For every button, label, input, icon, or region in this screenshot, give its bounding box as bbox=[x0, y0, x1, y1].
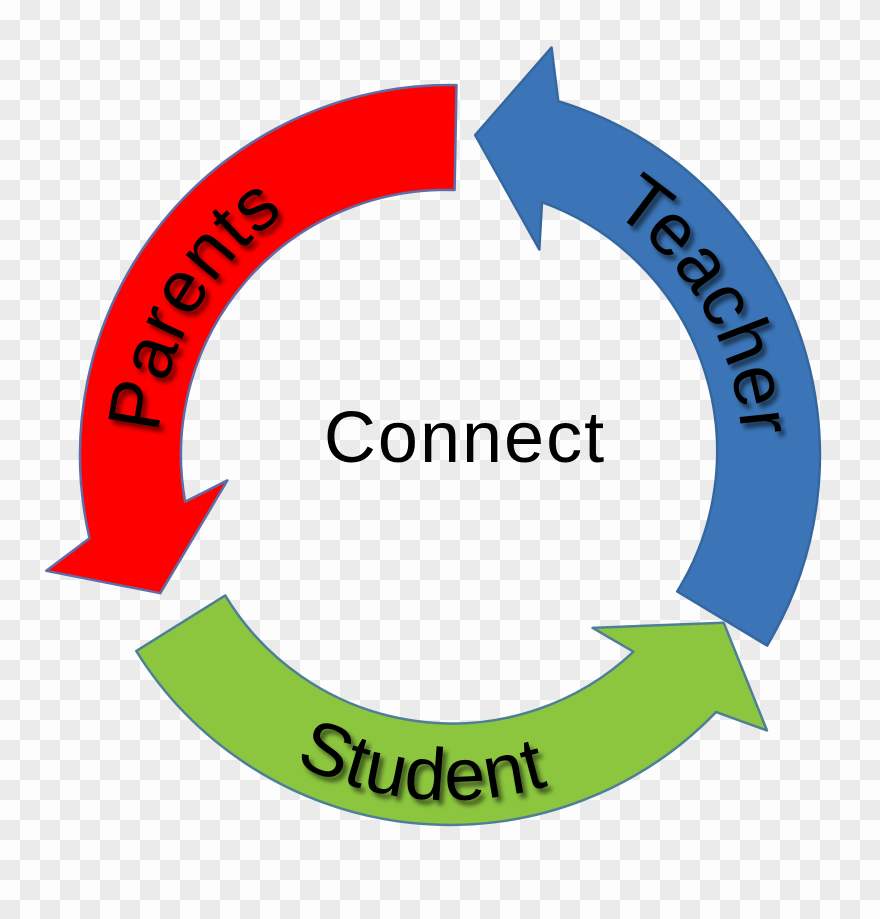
parents-arrow bbox=[45, 83, 458, 595]
connect-center-label: Connect bbox=[324, 398, 606, 478]
student-arrow bbox=[134, 594, 769, 827]
cycle-arrows bbox=[45, 46, 822, 827]
teacher-arrow bbox=[473, 46, 822, 647]
